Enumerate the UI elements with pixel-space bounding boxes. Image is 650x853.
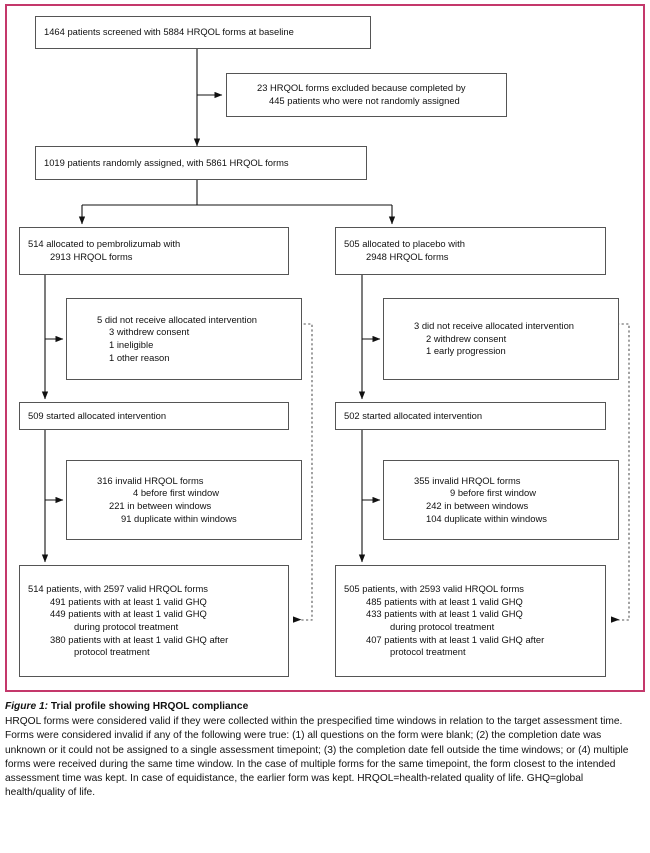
node-started-pembrolizumab-line-1: 509 started allocated intervention [28,409,167,421]
node-allocated-placebo-line-1: 505 allocated to placebo with [344,238,465,250]
figure-caption-title: Figure 1: Trial profile showing HRQOL co… [5,700,641,714]
node-not-received-placebo-line-2: 2 withdrew consent [426,332,507,344]
node-valid-forms-placebo-line-1: 505 patients, with 2593 valid HRQOL form… [344,583,524,595]
node-invalid-forms-pembrolizumab: 316 invalid HRQOL forms 4 before first w… [66,460,302,540]
node-valid-forms-pembrolizumab-line-3: 449 patients with at least 1 valid GHQ [50,608,207,620]
node-not-received-pembrolizumab-line-1: 5 did not receive allocated intervention [97,313,257,325]
node-valid-forms-placebo-line-3: 433 patients with at least 1 valid GHQ [366,608,523,620]
node-allocated-pembrolizumab-line-1: 514 allocated to pembrolizumab with [28,238,181,250]
node-valid-forms-placebo-line-4: during protocol treatment [390,621,495,632]
node-valid-forms-placebo-line-2: 485 patients with at least 1 valid GHQ [366,595,523,607]
node-not-received-placebo: 3 did not receive allocated intervention… [383,298,619,380]
node-allocated-pembrolizumab-line-2: 2913 HRQOL forms [50,251,133,262]
node-allocated-pembrolizumab: 514 allocated to pembrolizumab with 2913… [19,227,289,275]
node-not-received-pembrolizumab-line-3: 1 ineligible [109,339,154,350]
node-valid-forms-pembrolizumab: 514 patients, with 2597 valid HRQOL form… [19,565,289,677]
flowchart-canvas: 1464 patients screened with 5884 HRQOL f… [7,6,647,694]
node-allocated-placebo-line-2: 2948 HRQOL forms [366,251,449,262]
node-not-received-pembrolizumab: 5 did not receive allocated intervention… [66,298,302,380]
node-valid-forms-pembrolizumab-line-4: during protocol treatment [74,621,179,632]
node-excluded-line-1: 23 HRQOL forms excluded because complete… [257,82,466,94]
node-valid-forms-placebo-line-6: protocol treatment [390,646,466,658]
node-not-received-pembrolizumab-line-4: 1 other reason [109,351,170,363]
node-valid-forms-placebo-line-5: 407 patients with at least 1 valid GHQ a… [366,633,545,645]
node-not-received-pembrolizumab-line-2: 3 withdrew consent [109,326,190,338]
node-screened-line-1: 1464 patients screened with 5884 HRQOL f… [44,26,294,38]
figure-caption: Figure 1: Trial profile showing HRQOL co… [5,700,641,800]
node-excluded-line-2: 445 patients who were not randomly assig… [269,95,460,106]
node-invalid-forms-pembrolizumab-line-1: 316 invalid HRQOL forms [97,474,204,486]
node-invalid-forms-placebo-line-2: 9 before first window [450,487,536,499]
node-screened: 1464 patients screened with 5884 HRQOL f… [35,16,371,49]
node-invalid-forms-pembrolizumab-line-2: 4 before first window [133,487,219,499]
node-started-placebo: 502 started allocated intervention [335,402,606,430]
node-invalid-forms-placebo-line-1: 355 invalid HRQOL forms [414,474,521,486]
node-valid-forms-placebo: 505 patients, with 2593 valid HRQOL form… [335,565,606,677]
node-randomised: 1019 patients randomly assigned, with 58… [35,146,367,180]
node-invalid-forms-placebo-line-4: 104 duplicate within windows [426,512,547,524]
figure-caption-body: HRQOL forms were considered valid if the… [5,716,629,799]
figure-frame: 1464 patients screened with 5884 HRQOL f… [5,4,645,692]
node-valid-forms-pembrolizumab-line-6: protocol treatment [74,646,150,658]
node-excluded: 23 HRQOL forms excluded because complete… [226,73,507,117]
figure-caption-label: Figure 1: [5,701,49,712]
node-started-placebo-line-1: 502 started allocated intervention [344,409,483,421]
node-invalid-forms-placebo: 355 invalid HRQOL forms 9 before first w… [383,460,619,540]
node-started-pembrolizumab: 509 started allocated intervention [19,402,289,430]
dashed-arrowhead-right [611,616,620,623]
node-randomised-line-1: 1019 patients randomly assigned, with 58… [44,156,289,168]
node-not-received-placebo-line-1: 3 did not receive allocated intervention [414,320,574,332]
node-valid-forms-pembrolizumab-line-1: 514 patients, with 2597 valid HRQOL form… [28,583,208,595]
node-not-received-placebo-line-3: 1 early progression [426,345,506,357]
node-valid-forms-pembrolizumab-line-2: 491 patients with at least 1 valid GHQ [50,595,207,607]
node-valid-forms-pembrolizumab-line-5: 380 patients with at least 1 valid GHQ a… [50,633,229,645]
figure-caption-heading: Trial profile showing HRQOL compliance [48,701,249,712]
dashed-arrowhead-left [293,616,302,623]
node-invalid-forms-placebo-line-3: 242 in between windows [426,500,529,511]
node-allocated-placebo: 505 allocated to placebo with 2948 HRQOL… [335,227,606,275]
node-invalid-forms-pembrolizumab-line-4: 91 duplicate within windows [121,512,237,524]
node-invalid-forms-pembrolizumab-line-3: 221 in between windows [109,500,212,511]
